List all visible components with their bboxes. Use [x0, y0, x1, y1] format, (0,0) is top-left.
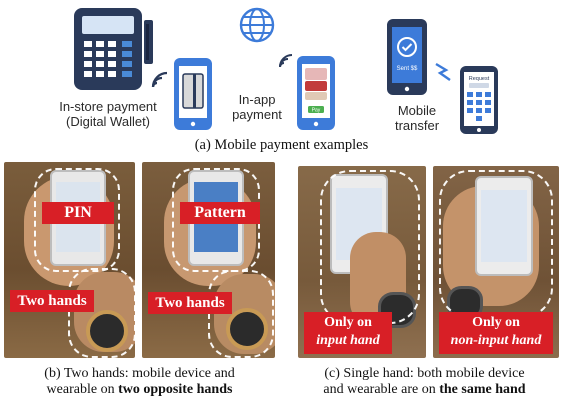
photo-only-input-hand: Only on input hand	[298, 166, 426, 358]
globe-icon	[239, 7, 275, 43]
pos-terminal-icon	[74, 8, 153, 90]
tag-only-non-input-line2: non-input hand	[450, 333, 542, 348]
inapp-label-line1: In-app	[238, 92, 276, 107]
caption-c: (c) Single hand: both mobile device and …	[286, 366, 563, 398]
caption-c-line1: (c) Single hand: both mobile device	[324, 366, 525, 381]
photo-pin-two-hands: PIN Two hands	[4, 162, 135, 358]
dashed-outline-hand	[320, 170, 420, 324]
photo-pattern-two-hands: Pattern Two hands	[142, 162, 275, 358]
transfer-label-line1: Mobile	[397, 103, 437, 118]
caption-c-line2-prefix: and wearable are on	[323, 382, 440, 397]
photo-only-non-input-hand: Only on non-input hand	[433, 166, 559, 358]
transfer-arrow-icon	[435, 62, 451, 81]
receiver-phone-icon: Request	[460, 66, 498, 134]
caption-c-line2: and wearable are on the same hand	[286, 382, 563, 398]
instore-label-line2: (Digital Wallet)	[65, 114, 151, 129]
tag-only-non-input-hand: Only on non-input hand	[439, 312, 553, 354]
dashed-outline-wearable	[208, 270, 274, 358]
transfer-label-line2: transfer	[394, 118, 440, 133]
caption-c-line2-bold: the same hand	[439, 382, 526, 397]
caption-b-line2: wearable on two opposite hands	[4, 382, 275, 398]
tag-two-hands-2: Two hands	[148, 292, 232, 314]
inapp-payment-label: In-app payment	[222, 92, 292, 122]
tag-only-input-line2: input hand	[316, 333, 380, 348]
caption-b-line2-bold: two opposite hands	[118, 382, 233, 397]
tag-pin: PIN	[42, 202, 114, 224]
phone-with-card-icon	[174, 58, 212, 130]
caption-b-line1: (b) Two hands: mobile device and	[44, 366, 235, 381]
instore-payment-label: In-store payment (Digital Wallet)	[44, 99, 172, 129]
pay-button-text: Pay	[312, 108, 321, 114]
tag-pattern: Pattern	[180, 202, 260, 224]
caption-b-line2-prefix: wearable on	[46, 382, 119, 397]
sent-text: Sent $$	[397, 66, 418, 72]
inapp-label-line2: payment	[232, 107, 282, 122]
dashed-outline-device	[34, 168, 120, 272]
tag-only-input-hand: Only on input hand	[304, 312, 392, 354]
wireless-signal-icon	[151, 71, 168, 88]
instore-label-line1: In-store payment	[59, 99, 157, 114]
wireless-signal-icon	[279, 54, 293, 68]
caption-b: (b) Two hands: mobile device and wearabl…	[4, 366, 275, 398]
dashed-outline-wearable	[68, 268, 135, 358]
tag-two-hands-1: Two hands	[10, 290, 94, 312]
tag-only-input-line1: Only on	[324, 315, 372, 330]
sender-phone-icon: Sent $$	[387, 19, 427, 95]
phone-inapp-icon: Pay	[297, 56, 335, 130]
caption-a: (a) Mobile payment examples	[194, 137, 369, 153]
dashed-outline-hand	[439, 170, 553, 318]
request-text: Request	[469, 76, 490, 82]
phone-device	[475, 176, 533, 276]
tag-only-non-input-line1: Only on	[472, 315, 520, 330]
mobile-transfer-label: Mobile transfer	[382, 103, 452, 133]
